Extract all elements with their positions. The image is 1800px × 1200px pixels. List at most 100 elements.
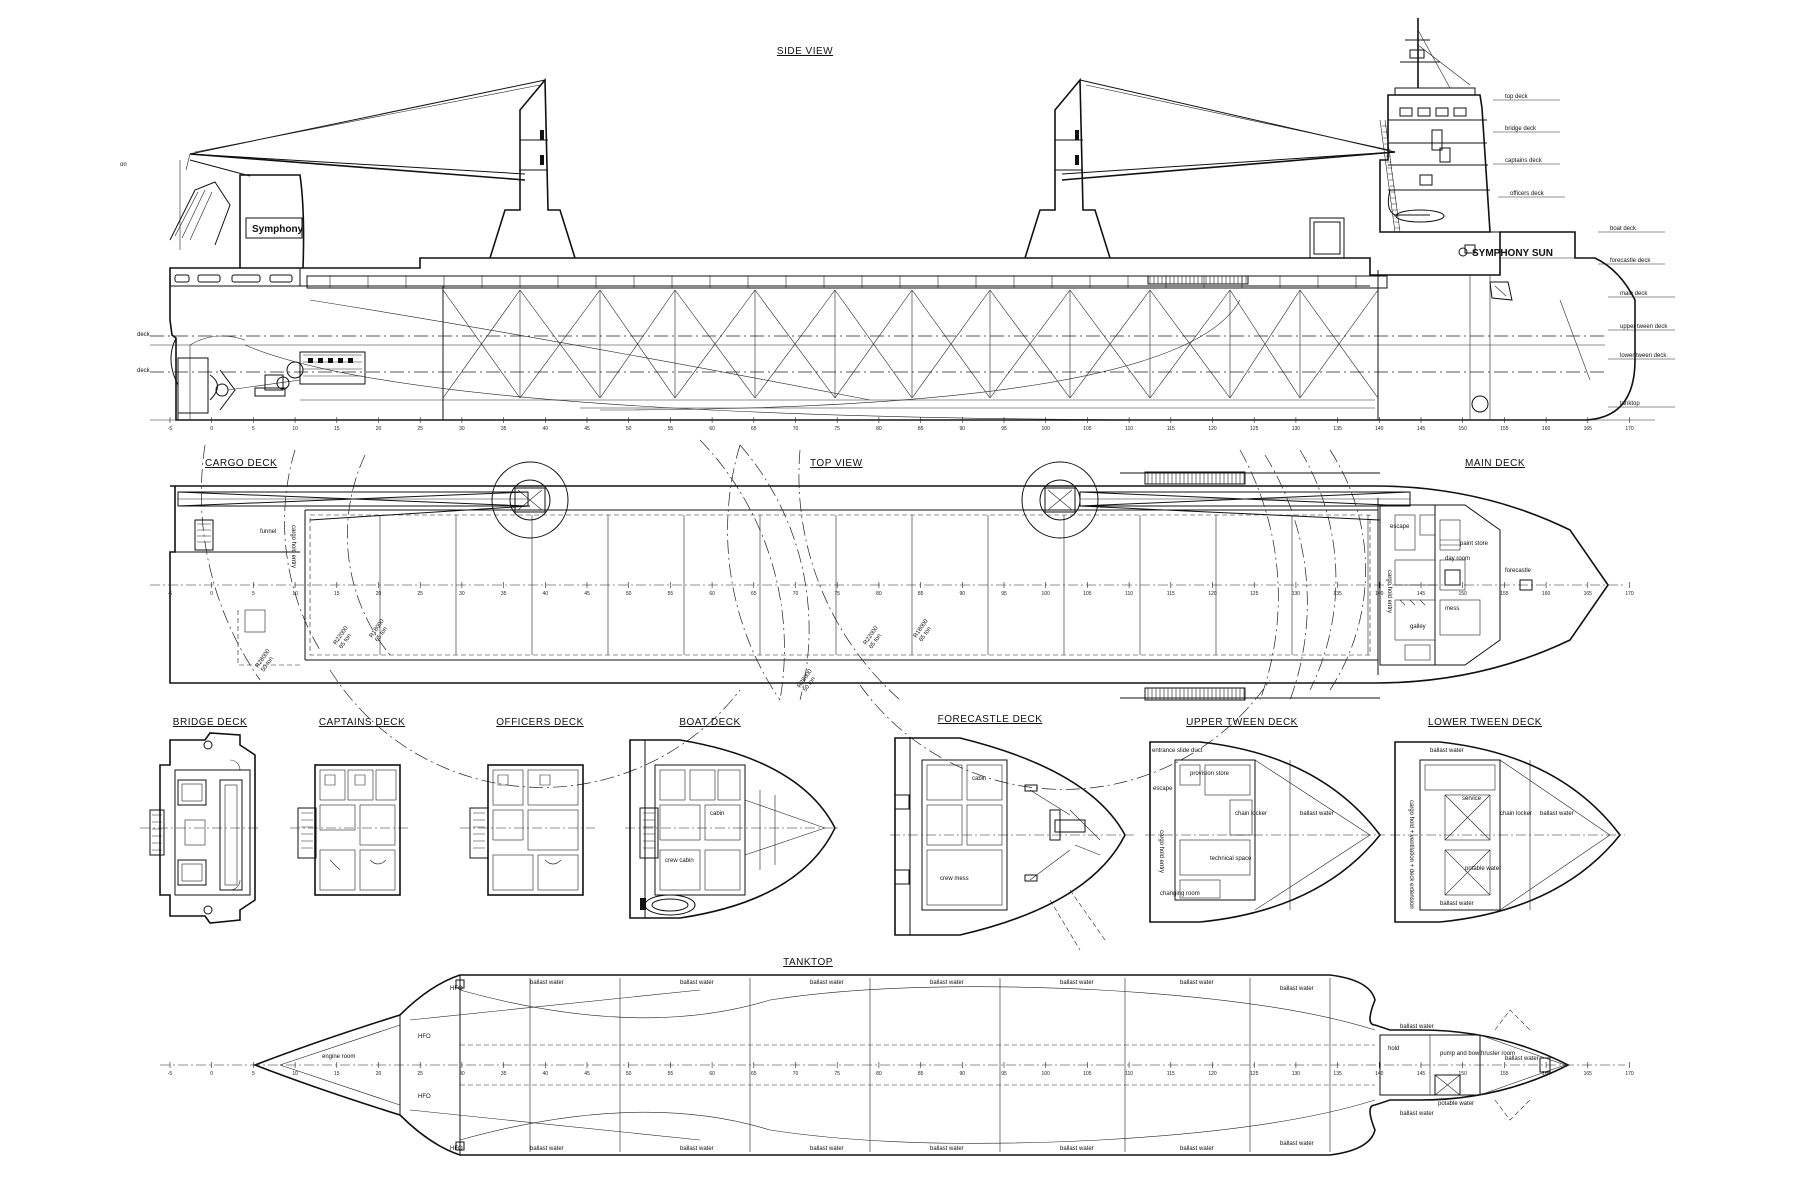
frame-number: 110 xyxy=(1125,1071,1133,1077)
galley-label: galley xyxy=(1410,624,1426,630)
frame-number: 120 xyxy=(1208,1071,1217,1077)
cargo-hold-ventilation-label: cargo hold + ventilation + deck extensio… xyxy=(1408,800,1414,909)
ballast-water-label: ballast water xyxy=(1060,1146,1094,1152)
captains-deck-plan xyxy=(290,764,410,896)
provision-store-label: provision store xyxy=(1190,771,1230,777)
deck-level-label: forecastle deck xyxy=(1610,258,1651,264)
frame-number: 120 xyxy=(1208,426,1217,432)
brace xyxy=(674,289,756,399)
crane-jibs-top xyxy=(177,491,1411,521)
margin-label-2: deck xyxy=(137,332,151,338)
cargo-hold-entry-label-1: cargo hold entry xyxy=(290,525,296,568)
main-engine xyxy=(254,351,366,397)
top-hull-outline xyxy=(169,485,1609,684)
deck-level-label: lower tween deck xyxy=(1620,353,1667,359)
boat-deck-cabin-label: cabin xyxy=(710,811,724,817)
forecastle-deck-plan: cabin crew mess xyxy=(890,737,1135,951)
hold-label: hold xyxy=(1388,1046,1399,1052)
frame-number: 50 xyxy=(626,1071,632,1077)
forecastle-deck-title: FORECASTLE DECK xyxy=(938,714,1043,725)
frame-number: 170 xyxy=(1625,1071,1634,1077)
deck-level-label: captains deck xyxy=(1505,158,1543,164)
frame-number: 100 xyxy=(1042,591,1051,597)
frame-number: 0 xyxy=(210,591,213,597)
ballast-water-label-3: ballast water xyxy=(1440,901,1474,907)
frame-number: 60 xyxy=(709,1071,715,1077)
frame-number: 15 xyxy=(334,591,340,597)
frame-number: 55 xyxy=(668,1071,674,1077)
frame-number: 165 xyxy=(1584,426,1593,432)
frame-number: 130 xyxy=(1292,1071,1301,1077)
frame-number: 10 xyxy=(292,1071,298,1077)
ballast-water-label-1: ballast water xyxy=(1300,811,1334,817)
forecastle-mess-label: crew mess xyxy=(940,876,969,882)
deck-level-label: tanktop xyxy=(1620,401,1640,407)
frame-number: 15 xyxy=(334,426,340,432)
side-view: SIDE VIEW on deck deck xyxy=(120,18,1675,432)
frame-number: 10 xyxy=(292,591,298,597)
lower-tween-deck-title: LOWER TWEEN DECK xyxy=(1428,717,1542,728)
frame-number: 150 xyxy=(1459,591,1468,597)
margin-label-3: deck xyxy=(137,368,151,374)
brace xyxy=(519,289,601,399)
hatch-covers xyxy=(306,275,1388,289)
frame-number: 105 xyxy=(1083,591,1092,597)
frame-number: 125 xyxy=(1250,1071,1259,1077)
frame-number: 105 xyxy=(1083,1071,1092,1077)
main-deck-title: MAIN DECK xyxy=(1465,458,1525,469)
crane-radius-labels: R22000 65 ton R18000 65 ton R28000 50 to… xyxy=(255,618,933,693)
frame-number: 15 xyxy=(334,1071,340,1077)
frame-number: 25 xyxy=(417,1071,423,1077)
frame-number: 140 xyxy=(1375,591,1384,597)
frame-number: 155 xyxy=(1500,1071,1509,1077)
brace xyxy=(442,289,521,399)
ballast-water-label: ballast water xyxy=(680,1146,714,1152)
frame-number: 25 xyxy=(417,591,423,597)
frame-number: 35 xyxy=(501,591,507,597)
stern-ship-name: Symphony xyxy=(252,224,304,235)
frame-number: -5 xyxy=(168,426,173,432)
brace xyxy=(911,289,991,399)
crane-pedestal-fwd xyxy=(1021,461,1099,539)
ballast-water-label: ballast water xyxy=(530,1146,564,1152)
deck-level-label: officers deck xyxy=(1510,191,1545,197)
frame-number: 0 xyxy=(210,426,213,432)
ballast-water-label: ballast water xyxy=(1060,980,1094,986)
frame-number: 115 xyxy=(1167,426,1175,432)
hold-bracing xyxy=(442,289,1379,399)
escape-label: escape xyxy=(1390,524,1410,530)
frame-number: 165 xyxy=(1584,1071,1593,1077)
fwd-crane xyxy=(1024,77,1396,259)
service-label: service xyxy=(1462,796,1482,802)
frame-number: 55 xyxy=(668,591,674,597)
frame-number: 45 xyxy=(584,1071,590,1077)
ballast-water-label: ballast water xyxy=(680,980,714,986)
bridge-deck-title: BRIDGE DECK xyxy=(173,717,247,728)
fwd-superstructure xyxy=(1379,18,1491,233)
frame-number: 100 xyxy=(1042,1071,1051,1077)
margin-label-1: on xyxy=(120,162,127,168)
day-room-label: day room xyxy=(1445,556,1470,562)
frame-number: 160 xyxy=(1542,591,1551,597)
frame-number: 75 xyxy=(834,426,840,432)
cargo-deck-funnel-label: funnel xyxy=(260,529,276,535)
frame-number: 140 xyxy=(1375,1071,1384,1077)
frame-number: 10 xyxy=(292,426,298,432)
hfo-label-2: HFO xyxy=(418,1034,431,1040)
frame-number: 20 xyxy=(376,426,382,432)
bow-ship-name: SYMPHONY SUN xyxy=(1472,248,1553,259)
frame-number: 85 xyxy=(918,1071,924,1077)
captains-deck-title: CAPTAINS DECK xyxy=(319,717,405,728)
brace xyxy=(599,289,676,399)
rudder-propeller xyxy=(177,357,301,414)
frame-number: 95 xyxy=(1001,591,1007,597)
frame-number: 90 xyxy=(960,591,966,597)
frame-number: 140 xyxy=(1375,426,1384,432)
chain-locker-label-1: chain locker xyxy=(1235,811,1267,817)
frame-number: 130 xyxy=(1292,426,1301,432)
frame-number: 0 xyxy=(210,1071,213,1077)
frame-number: 165 xyxy=(1584,591,1593,597)
